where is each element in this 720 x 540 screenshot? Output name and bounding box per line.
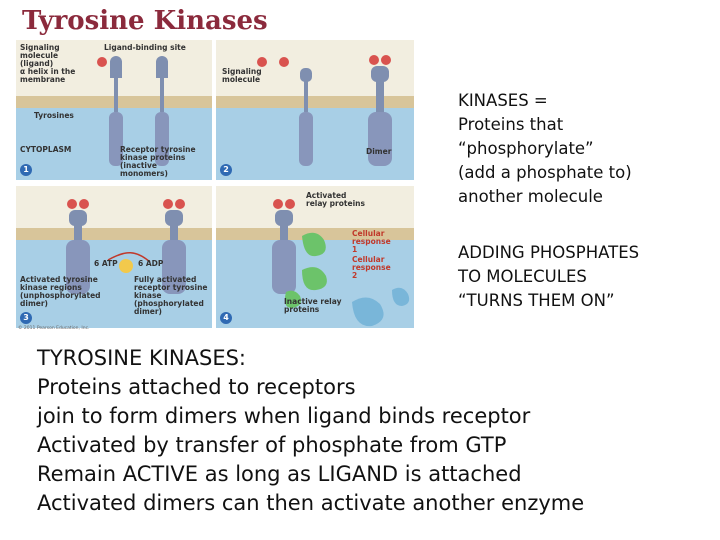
label-cellular-response-2: Cellular response 2 <box>352 255 391 280</box>
page-title: Tyrosine Kinases <box>22 6 268 36</box>
copyright: © 2011 Pearson Education, Inc. <box>18 326 90 331</box>
phosphate-line: TO MOLECULES <box>458 267 587 286</box>
step-number-4: 4 <box>220 312 232 324</box>
kinase-definition: KINASES = Proteins that “phosphorylate” … <box>458 89 632 209</box>
label-dimer: Dimer <box>366 147 392 156</box>
phosphate-note: ADDING PHOSPHATES TO MOLECULES “TURNS TH… <box>458 241 639 313</box>
label-activated-relay: Activated relay proteins <box>306 191 365 208</box>
step-number-1: 1 <box>20 164 32 176</box>
kinase-line: Proteins that <box>458 115 564 134</box>
label-signaling-molecule: Signaling molecule (ligand) <box>20 43 60 68</box>
kinase-line: KINASES = <box>458 91 548 110</box>
label-fully-activated: Fully activated receptor tyrosine kinase… <box>134 275 208 316</box>
kinase-line: “phosphorylate” <box>458 139 594 158</box>
tyrosine-kinase-summary: TYROSINE KINASES: Proteins attached to r… <box>37 344 584 518</box>
kinase-line: another molecule <box>458 187 603 206</box>
label-alpha-helix: α helix in the membrane <box>20 67 76 84</box>
summary-line: join to form dimers when ligand binds re… <box>37 404 531 428</box>
summary-line: Activated dimers can then activate anoth… <box>37 491 585 515</box>
summary-line: Proteins attached to receptors <box>37 375 356 399</box>
label-activated-regions: Activated tyrosine kinase regions (unpho… <box>20 275 101 308</box>
phosphate-line: “TURNS THEM ON” <box>458 291 615 310</box>
summary-line: Activated by transfer of phosphate from … <box>37 433 507 457</box>
step-number-2: 2 <box>220 164 232 176</box>
receptor-dimer-forming <box>257 55 392 166</box>
activation-dimers <box>66 199 186 294</box>
label-tyrosines: Tyrosines <box>34 111 74 120</box>
label-ligand-binding-site: Ligand-binding site <box>104 43 186 52</box>
receptor-monomers <box>97 56 169 166</box>
phosphate-line: ADDING PHOSPHATES <box>458 243 640 262</box>
kinase-line: (add a phosphate to) <box>458 163 632 182</box>
tyrosine-kinase-figure: Signaling molecule (ligand) Ligand-bindi… <box>16 40 416 332</box>
summary-line: Remain ACTIVE as long as LIGAND is attac… <box>37 462 522 486</box>
relay-proteins <box>272 199 410 327</box>
label-cellular-response-1: Cellular response 1 <box>352 229 391 254</box>
label-receptor-kinase: Receptor tyrosine kinase proteins (inact… <box>120 145 196 178</box>
step-number-3: 3 <box>20 312 32 324</box>
summary-line: TYROSINE KINASES: <box>37 346 246 370</box>
label-inactive-relay: Inactive relay proteins <box>284 297 342 314</box>
label-atp: 6 ATP <box>94 259 118 268</box>
label-signaling-molecule-2: Signaling molecule <box>222 67 262 84</box>
label-adp: 6 ADP <box>138 259 164 268</box>
figure-drawing <box>16 55 414 327</box>
label-cytoplasm: CYTOPLASM <box>20 145 72 154</box>
